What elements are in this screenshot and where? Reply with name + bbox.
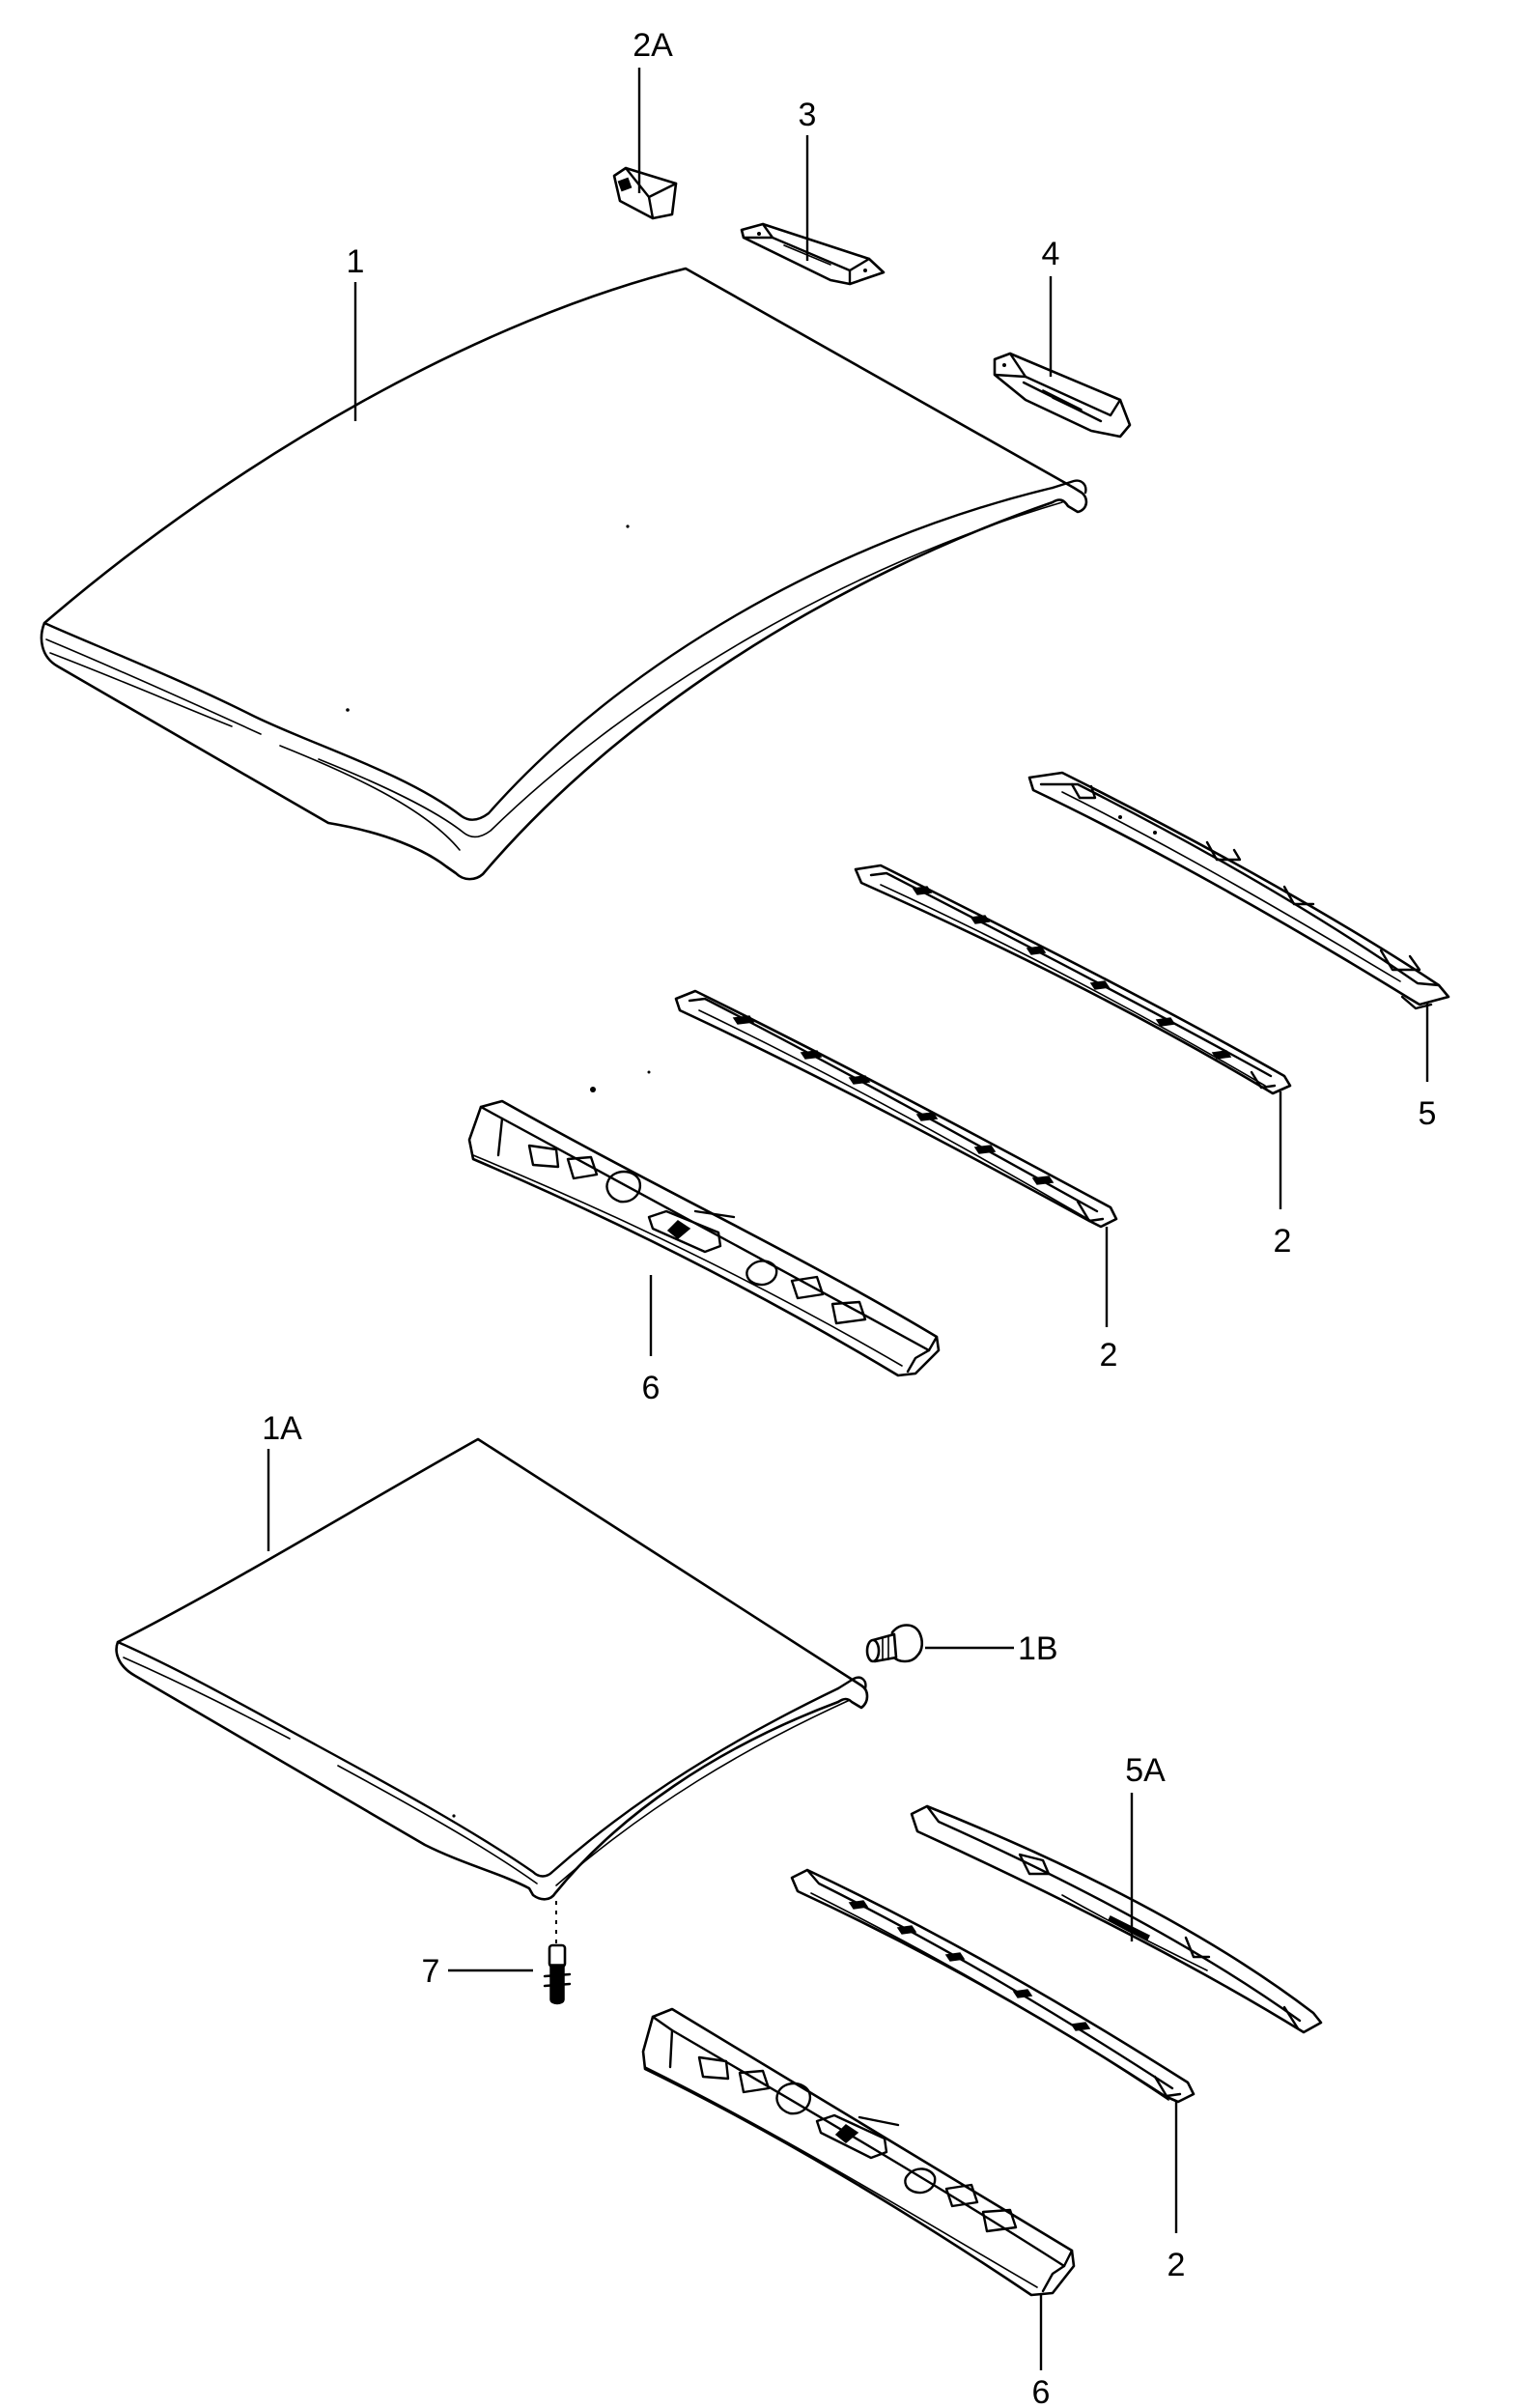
callout-3: 3: [799, 97, 817, 133]
front-header-6-upper: [467, 1099, 941, 1377]
callout-1: 1: [347, 243, 365, 280]
rear-rail-5A: [910, 1804, 1323, 2034]
clip-7: [543, 1943, 572, 2005]
callout-6-upper: 6: [642, 1370, 661, 1406]
bolt-1B: [865, 1624, 924, 1663]
roof-bow-2-middle: [674, 989, 1118, 1229]
front-header-6-lower: [641, 2007, 1076, 2297]
callout-labels: 2A 3 1 4 5 2 2 6 1A 1B 5A 7 2 6: [262, 27, 1436, 2408]
rear-rail-5: [1027, 771, 1450, 1010]
callout-5: 5: [1419, 1095, 1437, 1132]
leader-lines: [267, 68, 1429, 2370]
callout-2A: 2A: [633, 27, 673, 64]
bracket-4: [993, 352, 1132, 439]
callout-2-lower: 2: [1167, 2247, 1186, 2283]
callout-1B: 1B: [1018, 1630, 1058, 1667]
bracket-3: [740, 222, 886, 286]
callout-2-upper: 2: [1274, 1223, 1292, 1260]
callout-4: 4: [1042, 236, 1060, 272]
roof-panel-1A: [115, 1437, 869, 1901]
callout-1A: 1A: [262, 1410, 302, 1447]
callout-7: 7: [422, 1953, 440, 1990]
roof-bow-2-lower: [790, 1868, 1196, 2104]
bracket-2A: [612, 166, 678, 220]
callout-2-middle: 2: [1100, 1337, 1118, 1374]
roof-bow-2-upper: [854, 864, 1292, 1095]
callout-5A: 5A: [1125, 1752, 1166, 1789]
callout-6-lower: 6: [1032, 2374, 1051, 2408]
roof-panel-1: [40, 267, 1088, 881]
